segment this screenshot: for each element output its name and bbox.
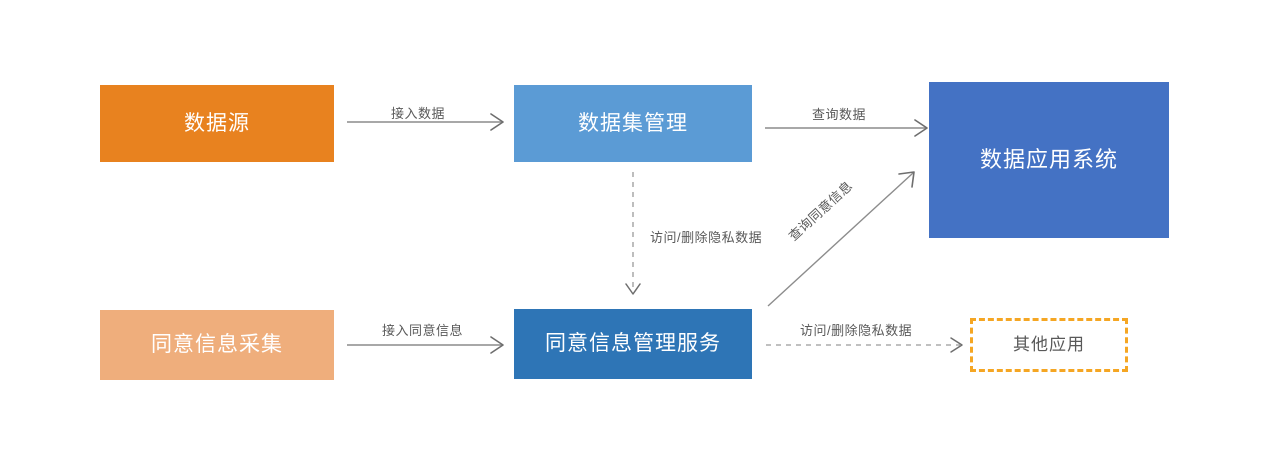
node-consent-mgmt-label: 同意信息管理服务 bbox=[545, 332, 721, 356]
edge-label-ingest-consent: 接入同意信息 bbox=[382, 323, 464, 338]
arrowhead-icon bbox=[490, 113, 504, 131]
edge-label-query-data: 查询数据 bbox=[812, 107, 867, 122]
node-other-apps-label: 其他应用 bbox=[1013, 334, 1085, 354]
arrowhead-icon bbox=[490, 336, 504, 354]
edge-access-delete-private-bottom bbox=[766, 337, 963, 353]
edge-access-delete-private-vertical bbox=[625, 172, 641, 295]
node-consent-collect[interactable]: 同意信息采集 bbox=[100, 310, 334, 380]
arrowhead-icon bbox=[950, 337, 963, 353]
edge-ingest-data bbox=[347, 113, 504, 131]
arrowhead-icon bbox=[625, 283, 641, 295]
node-data-source-label: 数据源 bbox=[184, 111, 250, 135]
arrowhead-icon bbox=[914, 119, 928, 137]
node-dataset-mgmt-label: 数据集管理 bbox=[578, 111, 688, 135]
node-other-apps[interactable]: 其他应用 bbox=[970, 318, 1128, 372]
edge-query-data bbox=[765, 119, 928, 137]
edge-ingest-consent bbox=[347, 336, 504, 354]
edge-query-consent bbox=[767, 171, 915, 307]
edge-label-access-delete-private-bottom: 访问/删除隐私数据 bbox=[800, 323, 913, 338]
node-data-app-system-label: 数据应用系统 bbox=[979, 146, 1118, 172]
node-data-app-system[interactable]: 数据应用系统 bbox=[929, 82, 1169, 238]
edge-label-ingest-data: 接入数据 bbox=[391, 106, 446, 121]
node-data-source[interactable]: 数据源 bbox=[100, 85, 334, 162]
node-consent-collect-label: 同意信息采集 bbox=[151, 333, 283, 357]
edge-label-access-delete-private-vertical: 访问/删除隐私数据 bbox=[650, 230, 763, 245]
arrowhead-icon bbox=[898, 171, 915, 188]
node-consent-mgmt[interactable]: 同意信息管理服务 bbox=[514, 309, 752, 379]
node-dataset-mgmt[interactable]: 数据集管理 bbox=[514, 85, 752, 162]
